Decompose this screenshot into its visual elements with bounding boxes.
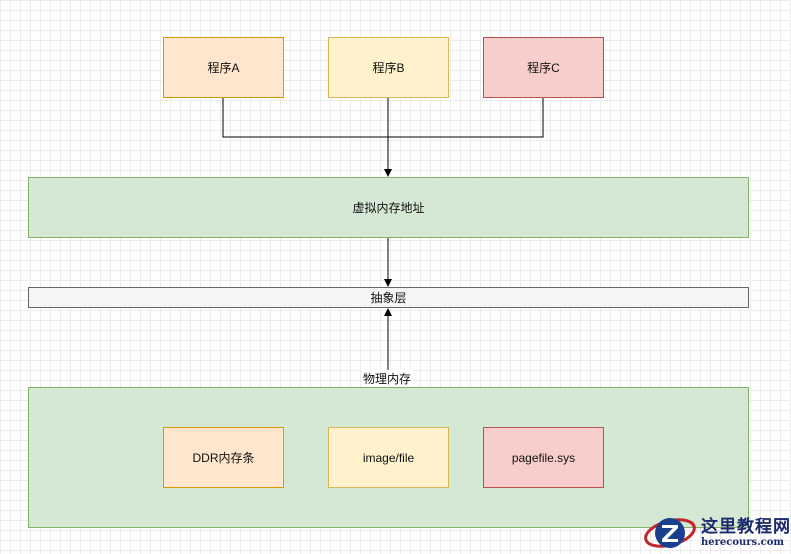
program-c-label: 程序C [527,61,560,75]
ddr-memory-label: DDR内存条 [192,451,255,465]
program-b-label: 程序B [372,61,405,75]
pagefile-box[interactable]: pagefile.sys [483,427,604,488]
program-a-box[interactable]: 程序A [163,37,284,98]
program-c-box[interactable]: 程序C [483,37,604,98]
physical-memory-title: 物理内存 [361,370,414,387]
image-file-label: image/file [362,450,415,465]
virtual-memory-label: 虚拟内存地址 [352,201,425,215]
program-b-box[interactable]: 程序B [328,37,449,98]
virtual-memory-box[interactable]: 虚拟内存地址 [28,177,749,238]
abstraction-layer-box[interactable]: 抽象层 [28,287,749,308]
z-logo-icon [644,517,696,548]
watermark-logo: 这里教程网 herecours.com [643,511,791,554]
program-a-label: 程序A [207,61,240,75]
abstraction-layer-label: 抽象层 [370,291,407,305]
watermark-url: herecours.com [701,536,785,548]
connector-program-c [388,98,544,138]
ddr-memory-box[interactable]: DDR内存条 [163,427,284,488]
watermark-name: 这里教程网 [701,516,791,537]
image-file-box[interactable]: image/file [328,427,449,488]
connector-program-a [222,98,388,138]
pagefile-label: pagefile.sys [511,450,576,465]
